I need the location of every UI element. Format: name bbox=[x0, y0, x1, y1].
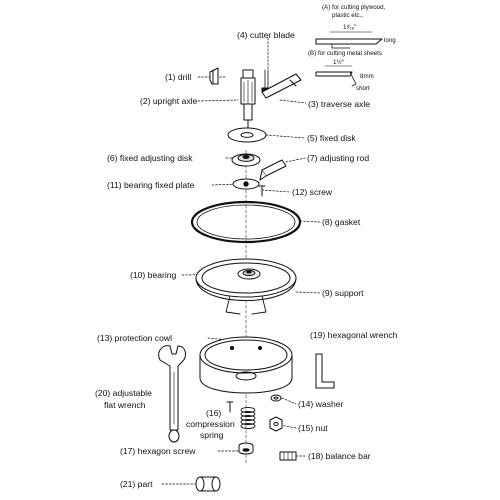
screw-part bbox=[258, 185, 266, 197]
compression-spring-part bbox=[240, 407, 256, 429]
washer-part bbox=[270, 394, 282, 402]
label-balance-bar: (18) balance bar bbox=[308, 451, 371, 461]
part-21 bbox=[195, 476, 221, 492]
hexagon-screw-part bbox=[238, 442, 254, 455]
bearing-part bbox=[237, 268, 261, 280]
note-b-line1: (B) for cutting metal sheets bbox=[308, 50, 382, 57]
adjusting-rod-part bbox=[259, 159, 287, 181]
label-hexagonal-wrench: (19) hexagonal wrench bbox=[310, 330, 398, 340]
traverse-axle-part bbox=[261, 73, 302, 99]
bearing-fixed-plate-part bbox=[232, 178, 260, 190]
label-part-21: (21) part bbox=[120, 479, 153, 489]
label-upright-axle: (2) upright axle bbox=[140, 96, 198, 106]
label-washer: (14) washer bbox=[298, 399, 344, 409]
protection-cowl-part bbox=[199, 336, 293, 394]
note-b-short: short bbox=[356, 85, 370, 92]
drill-part bbox=[209, 67, 219, 85]
hexagonal-wrench-part bbox=[315, 353, 335, 389]
label-adjusting-rod: (7) adjusting rod bbox=[307, 153, 370, 163]
gasket-part bbox=[190, 200, 302, 244]
label-gasket: (8) gasket bbox=[322, 217, 361, 227]
fixed-disk-part bbox=[227, 127, 267, 143]
small-screw-part bbox=[226, 401, 234, 413]
label-cutter-blade: (4) cutter blade bbox=[237, 30, 295, 40]
upright-axle-part bbox=[240, 69, 256, 133]
note-a-line1: (A) for cutting plywood, bbox=[322, 4, 386, 11]
label-hexagon-screw: (17) hexagon screw bbox=[120, 446, 196, 456]
label-spring-3: spring bbox=[200, 430, 224, 440]
label-adjustable-wrench-2: flat wrench bbox=[104, 400, 146, 410]
label-protection-cowl: (13) protection cowl bbox=[97, 333, 172, 343]
note-b-dim: 1½" bbox=[333, 59, 344, 66]
note-a-dim: 1³⁄₁₆" bbox=[343, 24, 357, 31]
label-nut: (15) nut bbox=[298, 423, 328, 433]
adjustable-wrench-part bbox=[158, 345, 186, 443]
label-screw: (12) screw bbox=[292, 187, 333, 197]
note-a-long: long bbox=[384, 37, 396, 44]
label-fixed-adjusting-disk: (6) fixed adjusting disk bbox=[107, 153, 193, 163]
nut-part bbox=[269, 416, 283, 432]
label-spring-2: compression bbox=[186, 419, 235, 429]
label-drill: (1) drill bbox=[165, 72, 192, 82]
fixed-adjusting-disk-part bbox=[231, 153, 261, 167]
label-bearing-fixed-plate: (11) bearing fixed plate bbox=[107, 180, 195, 190]
label-fixed-disk: (5) fixed disk bbox=[307, 133, 356, 143]
blade-a-sketch bbox=[315, 31, 383, 49]
label-bearing: (10) bearing bbox=[130, 270, 177, 280]
label-traverse-axle: (3) traverse axle bbox=[308, 99, 371, 109]
blade-b-sketch bbox=[315, 65, 357, 87]
balance-bar-part bbox=[279, 451, 297, 461]
label-spring-1: (16) bbox=[206, 408, 222, 418]
note-b-8mm: 8mm bbox=[360, 73, 374, 80]
note-a-line2: plastic etc., bbox=[332, 12, 363, 19]
label-support: (9) support bbox=[322, 288, 364, 298]
label-adjustable-wrench-1: (20) adjustable bbox=[95, 388, 152, 398]
